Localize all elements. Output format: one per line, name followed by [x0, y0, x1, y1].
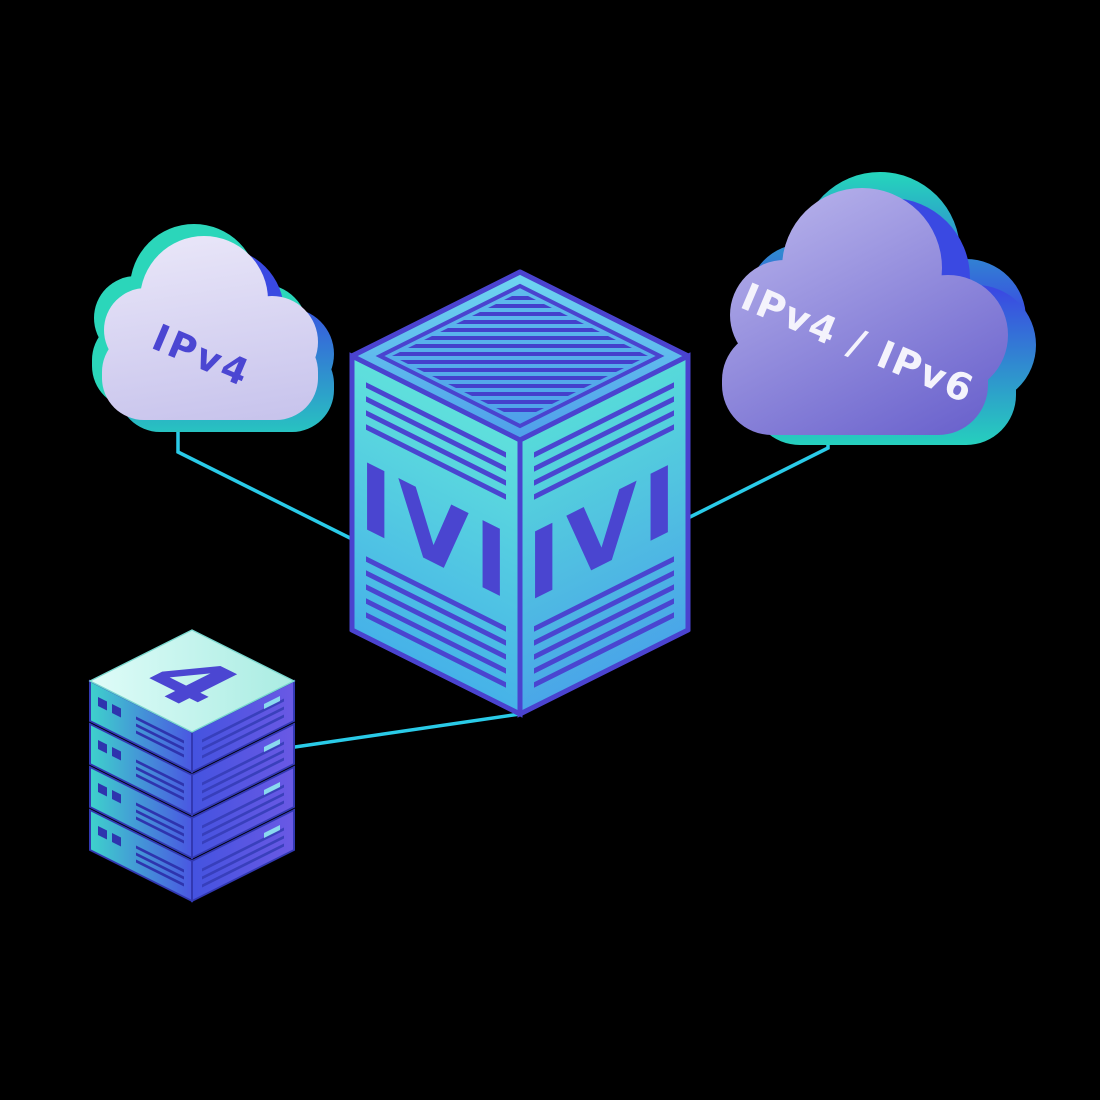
server-stack-top-face [88, 629, 296, 733]
cube-right-face: IVI [517, 352, 691, 718]
server-stack: 4 [88, 629, 296, 903]
server-unit [89, 808, 295, 903]
cloud-ipv4: IPv4 [92, 224, 334, 432]
connector-cube-to-server-stack [287, 712, 521, 750]
cube-right-face-stripes-bottom [534, 556, 674, 688]
cube-left-face: IVI [349, 352, 523, 718]
cube-left-face-stripes-bottom [366, 556, 506, 688]
cloud-ipv4-body [102, 236, 318, 420]
ivi-cube: IVI IVI [349, 269, 691, 718]
server-unit: 4 [88, 629, 296, 774]
cube-outline [349, 269, 691, 717]
server-unit [89, 765, 295, 860]
cloud-ipv4-ipv6: IPv4 / IPv6 [722, 172, 1036, 445]
cube-left-face-stripes-top [366, 382, 506, 500]
cube-top-face-stripes [392, 296, 648, 412]
cube-right-face-stripes-top [534, 382, 674, 500]
server-unit [89, 722, 295, 817]
